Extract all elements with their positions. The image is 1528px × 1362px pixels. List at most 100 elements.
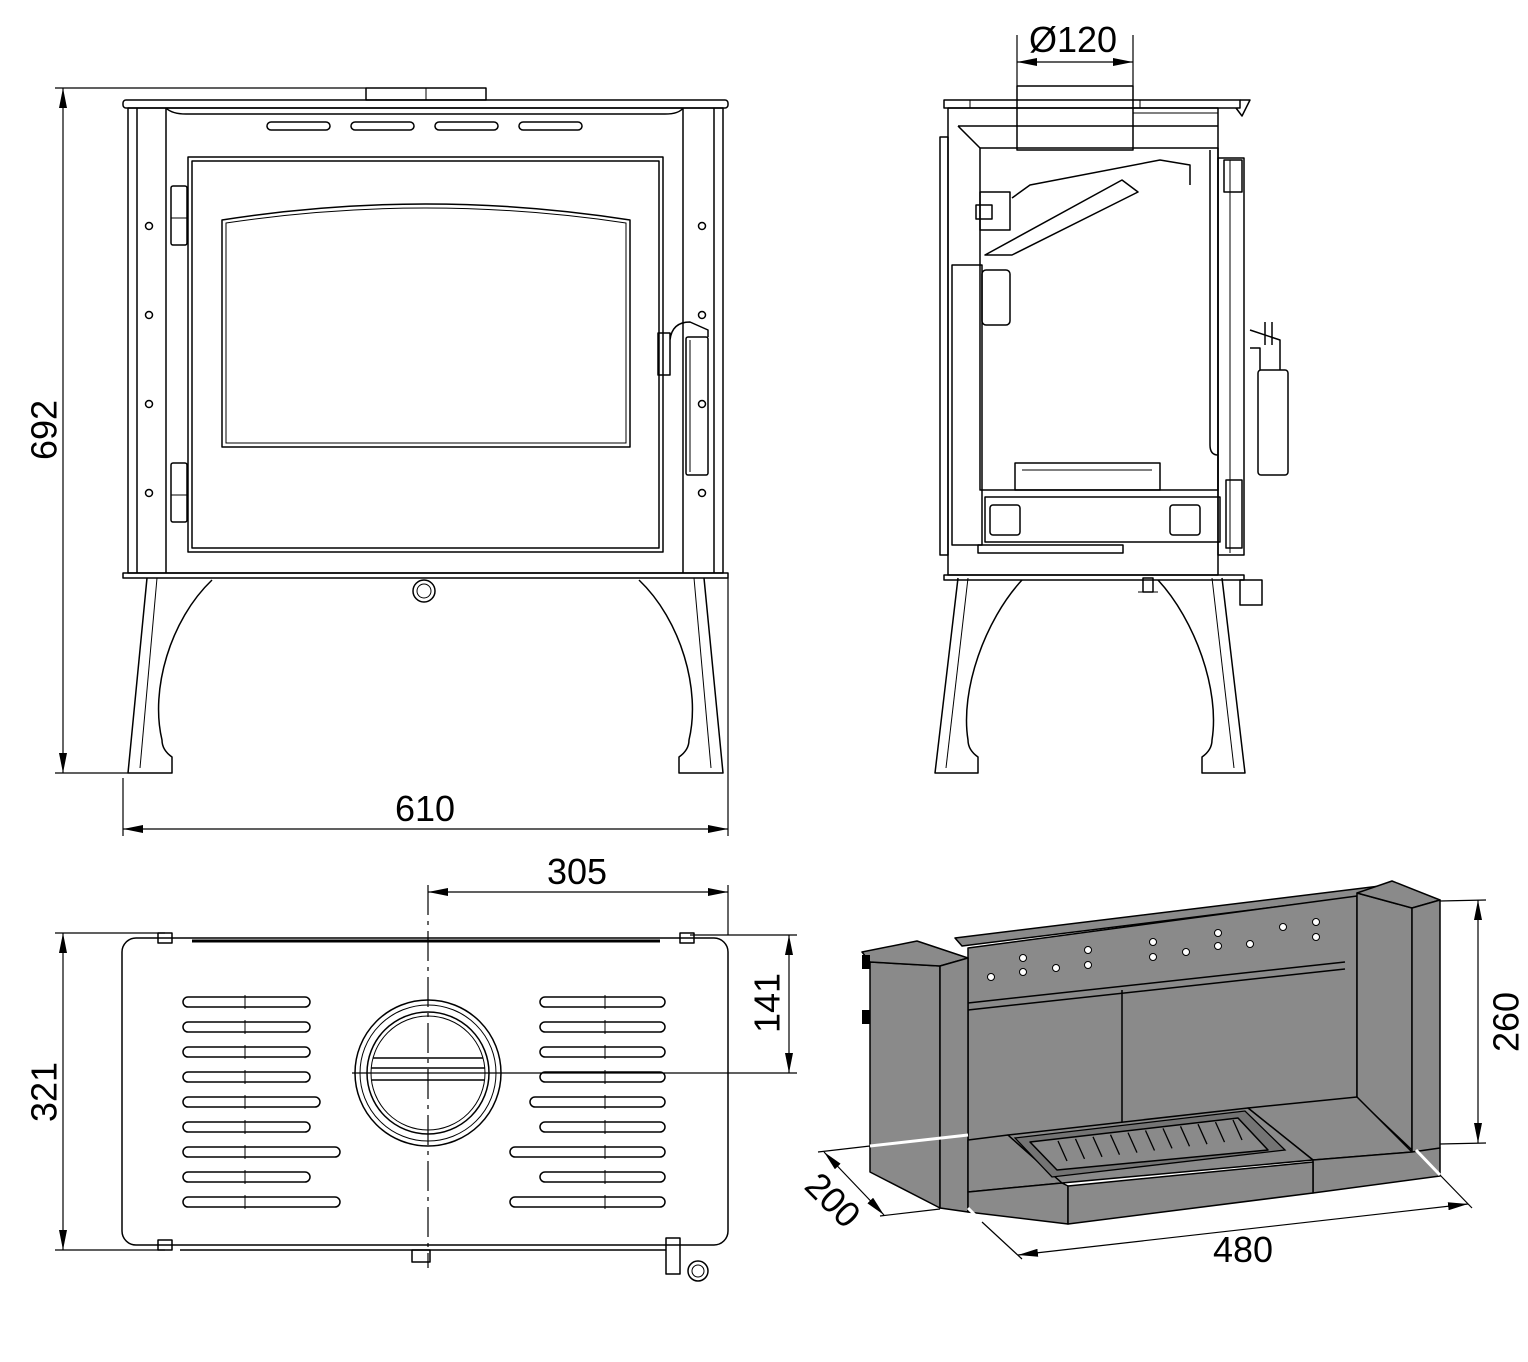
top-plate-curl: [1235, 99, 1251, 117]
lower-hinge: [170, 462, 188, 523]
grate-rib: [1109, 1134, 1121, 1155]
inner-side-wall: [951, 264, 983, 546]
vent-slot: [182, 1021, 311, 1033]
screw: [144, 488, 154, 498]
ash-pan-grip: [1169, 504, 1201, 536]
screw: [697, 221, 707, 231]
baffle-rail: [1011, 159, 1191, 199]
air-hole: [987, 973, 995, 981]
wall-clip: [981, 269, 1011, 326]
front-view-dimensions: 692 610: [24, 87, 729, 836]
air-control-knob-inner: [416, 583, 432, 599]
door-frame: [187, 156, 664, 553]
offset-depth-label: 141: [747, 973, 788, 1033]
bolt: [975, 204, 993, 220]
lever-post: [665, 1237, 681, 1275]
baffle-bracket: [979, 191, 1011, 231]
firebox-height-extension-top: [1439, 899, 1487, 902]
firebox-width-extension-right-inner: [1414, 1148, 1442, 1177]
grate-rib: [1092, 1136, 1103, 1158]
lever-ring-inner: [691, 1264, 705, 1278]
top-plate: [122, 99, 729, 109]
top-plate-detail: [969, 100, 1218, 114]
air-hole: [1019, 968, 1027, 976]
grate-tray: [1014, 462, 1161, 491]
air-hole: [1084, 961, 1092, 969]
left-leg-edge: [139, 577, 158, 769]
air-hole: [1312, 933, 1320, 941]
flue-pipe: [1016, 85, 1134, 151]
vent-slot: [509, 1146, 666, 1158]
vent-slot: [539, 1071, 666, 1083]
top-lip: [165, 107, 684, 115]
door-latch: [657, 321, 709, 376]
depth-dimension-label: 321: [24, 1062, 65, 1122]
height-dimension-label: 692: [24, 400, 65, 460]
vent-slot: [529, 1096, 666, 1108]
left-leg: [934, 577, 1023, 774]
left-pillar-front: [939, 957, 969, 1213]
firebox-depth-extension-back-inner: [869, 1133, 969, 1148]
vent-slot: [182, 1196, 341, 1208]
firebox-width-line: [1017, 1202, 1469, 1257]
side-panel: [939, 136, 949, 556]
width-dimension-label: 610: [395, 788, 455, 829]
top-plate: [943, 99, 1241, 109]
grate-rib: [1232, 1119, 1243, 1141]
air-vent-slot: [434, 121, 499, 131]
air-vent-slot: [350, 121, 415, 131]
grate-rib: [1179, 1126, 1191, 1147]
vent-slot: [539, 1021, 666, 1033]
firebox-width-extension-left: [981, 1221, 1023, 1260]
vent-slot: [182, 1121, 311, 1133]
right-leg-edge: [693, 577, 712, 769]
vent-slot: [539, 1046, 666, 1058]
top-view-dimensions: 305 141 321: [24, 851, 797, 1268]
door-glass: [221, 203, 631, 448]
offset-width-label: 305: [547, 851, 607, 892]
left-leg-edge: [945, 577, 969, 769]
side-view-dimensions: Ø120: [1016, 19, 1134, 86]
front-view: [122, 87, 729, 774]
grate-rib: [1214, 1121, 1226, 1143]
right-leg: [1157, 577, 1246, 774]
grate-rib: [1074, 1138, 1086, 1160]
firebox-depth-extension-back: [817, 1145, 871, 1153]
screw: [144, 221, 154, 231]
firebox-depth-label: 200: [797, 1164, 868, 1235]
air-holes: [987, 918, 1320, 981]
vent-slot: [539, 1171, 666, 1183]
firebox-depth-extension-front: [879, 1208, 941, 1217]
ash-pan: [984, 496, 1221, 543]
top-view: [121, 932, 729, 1282]
air-control-knob: [412, 579, 436, 603]
air-hole: [1214, 929, 1222, 937]
air-hole: [1246, 940, 1254, 948]
ash-pan-grip: [989, 504, 1021, 536]
air-hole: [1149, 938, 1157, 946]
door-hinge: [1223, 159, 1243, 193]
vent-slot: [182, 1071, 311, 1083]
grate-rib-group: [1057, 1119, 1243, 1162]
air-hole: [1149, 953, 1157, 961]
corner-tab: [679, 932, 695, 944]
vent-slot: [182, 1146, 341, 1158]
back-wall-ledge: [967, 961, 1346, 1011]
firebox-depth-line: [823, 1151, 885, 1216]
screw: [697, 310, 707, 320]
upper-hinge: [170, 185, 188, 246]
vent-slot: [539, 996, 666, 1008]
air-hole: [1182, 948, 1190, 956]
control-lever: [1239, 579, 1263, 606]
base-plate: [943, 574, 1245, 581]
firebox-view: [861, 880, 1441, 1225]
door-frame-inner: [191, 160, 660, 549]
vent-slot: [182, 996, 311, 1008]
bottom-plate: [977, 544, 1124, 554]
stove-body: [127, 107, 724, 574]
right-leg: [638, 577, 724, 774]
vent-slot-group: [182, 995, 666, 1209]
ash-lip-tab: [411, 1249, 431, 1263]
screw: [697, 488, 707, 498]
